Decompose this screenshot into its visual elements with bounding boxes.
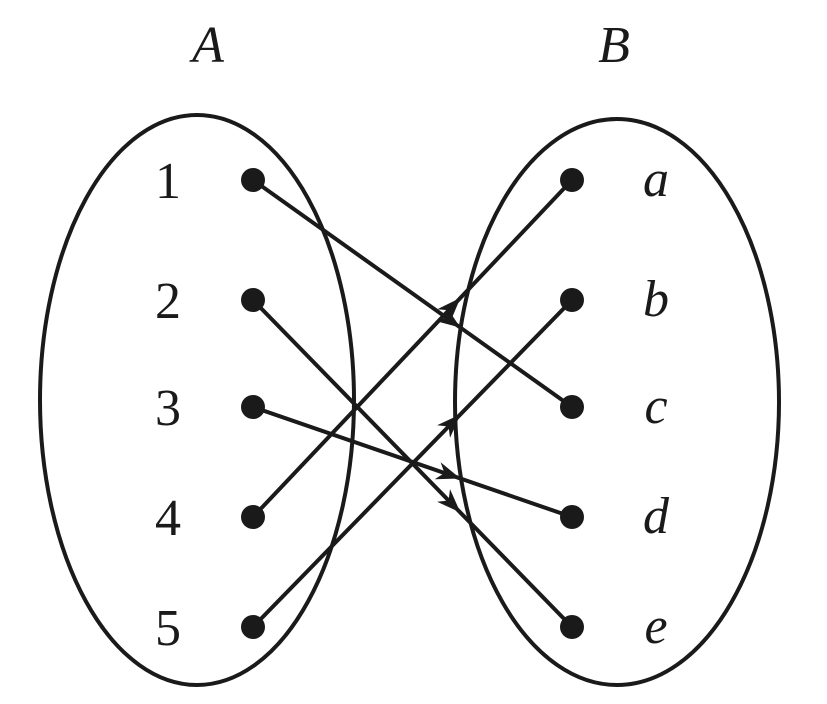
mapping-line-1-c xyxy=(251,178,574,409)
set-a-ellipse xyxy=(38,113,356,687)
arrowhead-2-e xyxy=(437,489,461,513)
set-b-element-label: b xyxy=(643,271,669,328)
set-a-title: A xyxy=(189,17,224,74)
set-a-dot-5 xyxy=(241,615,265,639)
element-dots xyxy=(241,168,584,639)
set-a-dot-1 xyxy=(241,168,265,192)
arrowhead-1-c xyxy=(435,306,461,328)
set-b-element-label: d xyxy=(643,488,670,545)
mapping-line-5-b xyxy=(251,298,574,629)
arrowhead-4-a xyxy=(437,297,461,322)
set-a-element-label: 3 xyxy=(155,380,181,437)
set-b-dot-a xyxy=(560,168,584,192)
set-a-element-label: 4 xyxy=(155,490,181,547)
set-b-element-label: e xyxy=(644,598,667,655)
set-b-dot-b xyxy=(560,288,584,312)
set-b-dot-d xyxy=(560,505,584,529)
set-b-dot-e xyxy=(560,615,584,639)
set-b-title: B xyxy=(598,17,630,74)
set-b-element-label: c xyxy=(644,378,667,435)
mapping-lines xyxy=(251,178,574,629)
arrowhead-3-d xyxy=(434,462,461,480)
mapping-line-4-a xyxy=(251,178,574,519)
set-a-element-label: 5 xyxy=(155,600,181,657)
set-b-dot-c xyxy=(560,395,584,419)
set-b-ellipse xyxy=(453,117,781,687)
set-a-dot-4 xyxy=(241,505,265,529)
set-a-element-label: 2 xyxy=(155,273,181,330)
set-a-dot-2 xyxy=(241,288,265,312)
set-a-dot-3 xyxy=(241,395,265,419)
set-b-element-label: a xyxy=(643,151,669,208)
arrowhead-5-b xyxy=(437,414,461,438)
set-a-element-label: 1 xyxy=(155,153,181,210)
